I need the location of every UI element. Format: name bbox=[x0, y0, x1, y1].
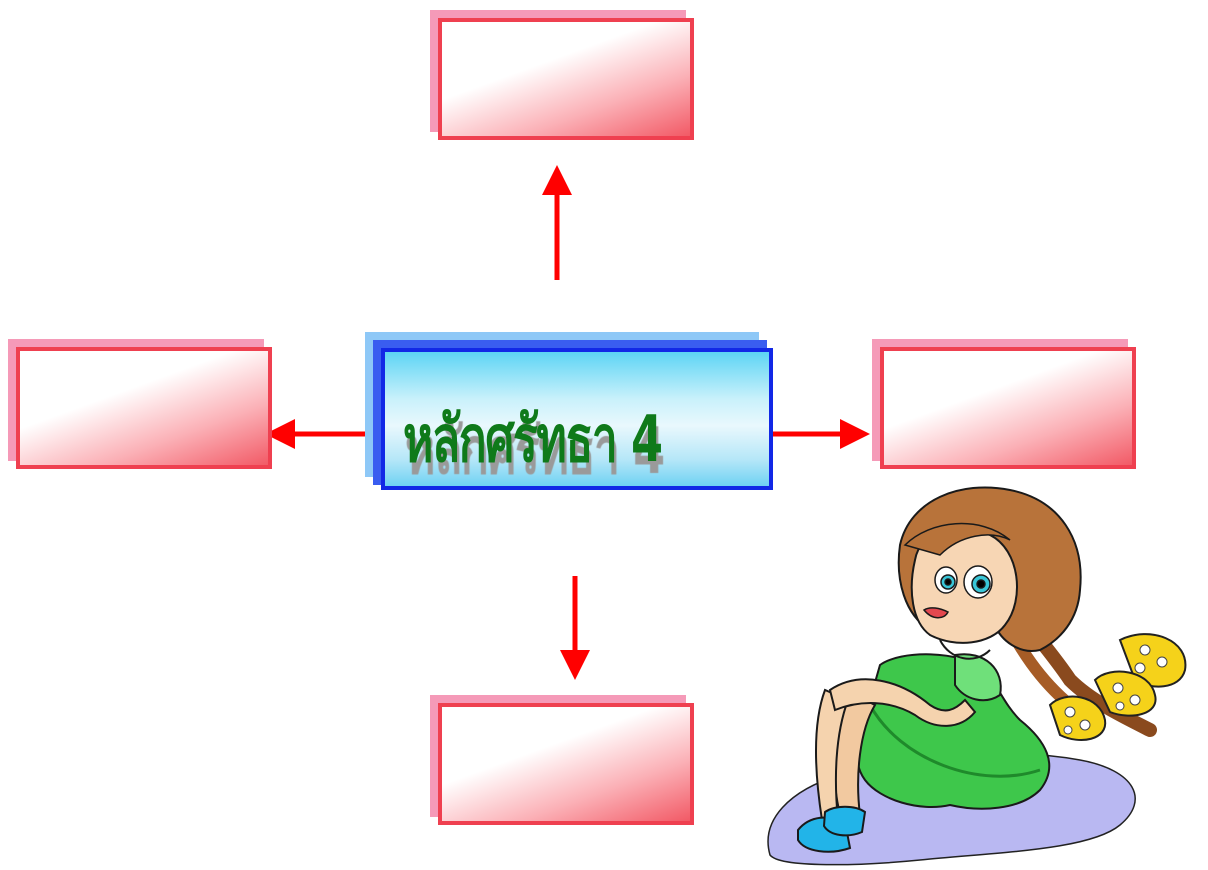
node-left bbox=[8, 339, 272, 469]
dress bbox=[854, 653, 1051, 810]
node-right bbox=[872, 339, 1136, 469]
eyes bbox=[934, 565, 993, 599]
node-bottom bbox=[430, 695, 694, 825]
mouth bbox=[922, 607, 950, 619]
center-node: หลักศรัทธา 4 bbox=[365, 332, 773, 490]
hair-bow bbox=[1048, 633, 1187, 741]
arms bbox=[828, 678, 977, 727]
center-title: หลักศรัทธา 4 bbox=[403, 403, 663, 477]
node-top bbox=[430, 10, 694, 140]
